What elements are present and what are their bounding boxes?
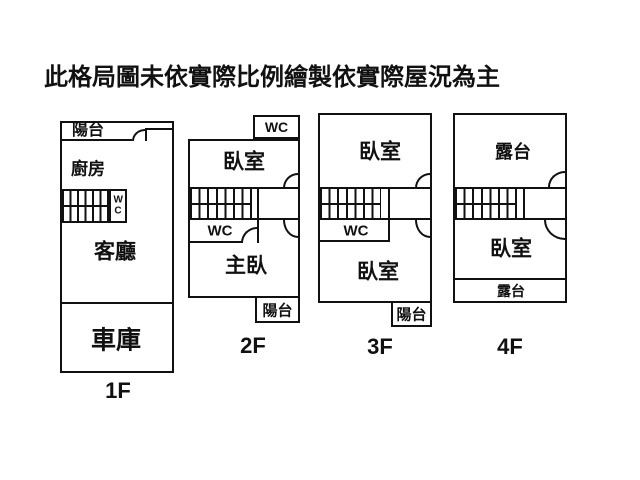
stairs-mid-line: [320, 203, 381, 205]
stairs-right-wall: [388, 187, 390, 242]
room-label-wc-top: WC: [264, 119, 289, 135]
room-label-bedroom-top: 臥室: [359, 140, 401, 164]
wc-bottom-wall: [320, 240, 390, 242]
room-label-bedroom-bottom: 臥室: [357, 260, 399, 284]
room-label-wc: WC: [207, 222, 233, 240]
floor-plan-4f: 露台 臥室 露台: [453, 113, 567, 303]
disclaimer-title: 此格局圖未依實際比例繪製依實際屋況為主: [44, 64, 500, 91]
hall-top-wall: [455, 187, 565, 189]
room-label-garage: 車庫: [90, 326, 142, 355]
floor-plan-1f: 陽台 廚房 WC 客廳 車庫: [60, 121, 174, 373]
room-label-kitchen: 廚房: [71, 159, 105, 179]
door-arc: [548, 171, 565, 187]
room-label-bedroom: 臥室: [223, 150, 265, 174]
floor-label-3f: 3F: [367, 334, 393, 359]
hall-top-wall: [320, 187, 430, 189]
hall-bottom-wall: [320, 218, 430, 220]
balcony-box: 陽台: [391, 301, 432, 327]
hall-top-wall: [190, 187, 298, 189]
room-label-balcony: 陽台: [396, 306, 427, 324]
wc-annex-box: WC: [253, 115, 300, 139]
floor-label-1f: 1F: [105, 378, 131, 403]
wc-box: WC: [109, 189, 127, 223]
hall-bottom-wall: [190, 218, 298, 220]
door-arc: [544, 220, 565, 240]
room-label-balcony: 陽台: [262, 302, 293, 320]
room-label-master: 主臥: [225, 254, 267, 278]
floor-label-4f: 4F: [497, 334, 523, 359]
stairs-top-line: [62, 189, 109, 191]
door-arc: [283, 173, 298, 188]
door-arc: [132, 129, 145, 141]
hall-bottom-wall: [455, 218, 565, 220]
room-label-wc: WC: [113, 194, 123, 216]
floor-plan-3f: 臥室 WC 臥室: [318, 113, 432, 303]
room-label-balcony: 陽台: [71, 122, 105, 139]
floor-plan-2f: 臥室 WC 主臥: [188, 139, 300, 298]
door-arc: [415, 220, 430, 238]
room-label-bedroom: 臥室: [490, 237, 532, 261]
door-arc: [241, 227, 257, 243]
room-label-wc: WC: [343, 222, 369, 240]
room-label-living: 客廳: [94, 240, 136, 264]
room-label-terrace-bottom: 露台: [497, 283, 525, 299]
stairs-mid-line: [62, 205, 109, 207]
step-wall-h: [145, 128, 174, 130]
stairs-right-wall: [523, 187, 525, 220]
garage-divider: [62, 302, 172, 304]
door-arc: [415, 173, 430, 188]
stairs-bottom-line: [62, 221, 109, 223]
stairs-mid-line: [455, 203, 517, 205]
door-arc: [283, 220, 298, 238]
step-wall-v: [145, 128, 147, 141]
floor-label-2f: 2F: [240, 333, 266, 358]
wc-bottom-wall: [190, 241, 242, 243]
balcony-box: 陽台: [255, 296, 300, 323]
room-label-terrace-top: 露台: [495, 142, 531, 162]
stairs-right-wall: [257, 187, 259, 243]
balcony-wall: [62, 139, 132, 141]
terrace-divider: [455, 278, 565, 280]
stairs-mid-line: [190, 203, 252, 205]
